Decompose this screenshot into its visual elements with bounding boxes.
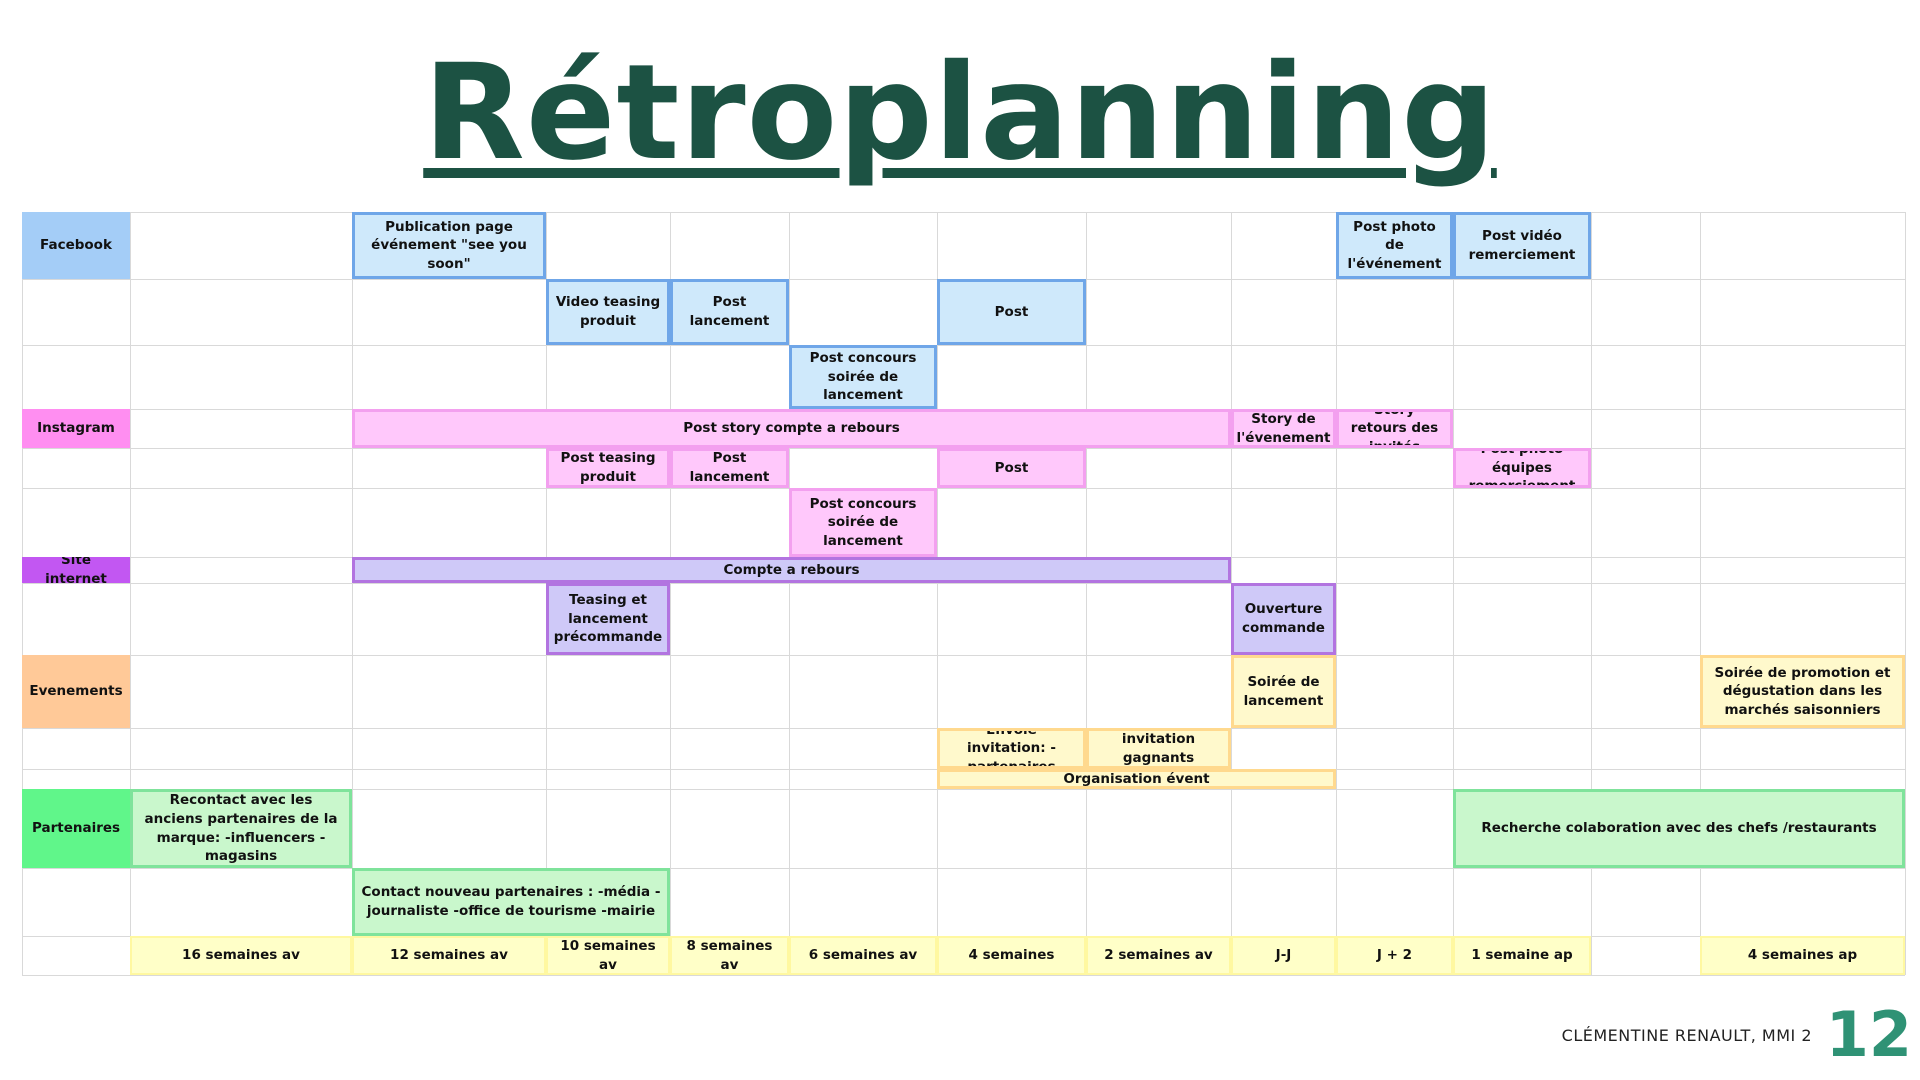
task-ev-invit-partenaires: Envoie invitation: -partenaires — [937, 728, 1086, 769]
category-instagram: Instagram — [22, 409, 130, 448]
page-number: 12 — [1825, 998, 1912, 1071]
week-label: 2 semaines av — [1086, 936, 1231, 975]
task-ig-photo-equipes: Post photo équipes remerciement — [1453, 448, 1591, 488]
grid-line-vertical — [1453, 212, 1454, 975]
grid-line-vertical — [1336, 212, 1337, 975]
grid-line-horizontal — [22, 789, 1905, 790]
grid-line-vertical — [1905, 212, 1906, 975]
grid-line-horizontal — [22, 345, 1905, 346]
week-label: 8 semaines av — [670, 936, 789, 975]
task-fb-publication: Publication page événement "see you soon… — [352, 212, 546, 279]
grid-line-vertical — [670, 212, 671, 975]
grid-line-vertical — [789, 212, 790, 975]
grid-line-horizontal — [22, 868, 1905, 869]
category-partenaires: Partenaires — [22, 789, 130, 868]
task-ig-teasing: Post teasing produit — [546, 448, 670, 488]
task-site-ouverture: Ouverture commande — [1231, 583, 1336, 655]
task-fb-video-teasing: Video teasing produit — [546, 279, 670, 345]
grid-line-vertical — [22, 212, 23, 975]
task-fb-concours: Post concours soirée de lancement — [789, 345, 937, 409]
grid-line-horizontal — [22, 488, 1905, 489]
task-fb-post-lancement: Post lancement — [670, 279, 789, 345]
category-facebook: Facebook — [22, 212, 130, 279]
task-ig-concours: Post concours soirée de lancement — [789, 488, 937, 557]
week-label: 4 semaines ap — [1700, 936, 1905, 975]
grid-line-vertical — [937, 212, 938, 975]
week-label: 12 semaines av — [352, 936, 546, 975]
grid-line-horizontal — [22, 583, 1905, 584]
task-fb-video-remerciement: Post vidéo remerciement — [1453, 212, 1591, 279]
task-ev-soiree-lancement: Soirée de lancement — [1231, 655, 1336, 728]
grid-line-horizontal — [22, 655, 1905, 656]
task-pt-recherche: Recherche colaboration avec des chefs /r… — [1453, 789, 1905, 868]
week-label: 1 semaine ap — [1453, 936, 1591, 975]
week-label: 10 semaines av — [546, 936, 670, 975]
task-ev-organisation: Organisation évent — [937, 769, 1336, 789]
task-pt-contact: Contact nouveau partenaires : -média -jo… — [352, 868, 670, 936]
page-title: Rétroplanning — [0, 39, 1920, 188]
grid-line-vertical — [130, 212, 131, 975]
category-site-internet: Site internet — [22, 557, 130, 583]
footer-author: CLÉMENTINE RENAULT, MMI 2 — [1561, 1026, 1812, 1045]
category-evenements: Evenements — [22, 655, 130, 728]
grid-line-horizontal — [22, 212, 1905, 213]
grid-line-vertical — [1700, 212, 1701, 975]
task-site-rebours: Compte a rebours — [352, 557, 1231, 583]
task-fb-photo-event: Post photo de l'événement — [1336, 212, 1453, 279]
task-ig-post-lancement: Post lancement — [670, 448, 789, 488]
grid-line-vertical — [352, 212, 353, 975]
task-site-teasing: Teasing et lancement précommande — [546, 583, 670, 655]
week-label: 16 semaines av — [130, 936, 352, 975]
week-label: 6 semaines av — [789, 936, 937, 975]
task-fb-post: Post — [937, 279, 1086, 345]
grid-line-vertical — [1086, 212, 1087, 975]
task-ev-soiree-promotion: Soirée de promotion et dégustation dans … — [1700, 655, 1905, 728]
week-label: 4 semaines — [937, 936, 1086, 975]
grid-line-horizontal — [22, 975, 1905, 976]
task-pt-recontact: Recontact avec les anciens partenaires d… — [130, 789, 352, 868]
task-ig-story-rebours: Post story compte a rebours — [352, 409, 1231, 448]
task-ev-invit-gagnants: Envoie invitation gagnants concours — [1086, 728, 1231, 769]
task-ig-post: Post — [937, 448, 1086, 488]
task-ig-story-retours: Story retours des invités — [1336, 409, 1453, 448]
week-label: J-J — [1231, 936, 1336, 975]
week-label: J + 2 — [1336, 936, 1453, 975]
page-title-text: Rétroplanning — [423, 36, 1497, 190]
grid-line-vertical — [1591, 212, 1592, 975]
task-ig-story-event: Story de l'évenement — [1231, 409, 1336, 448]
